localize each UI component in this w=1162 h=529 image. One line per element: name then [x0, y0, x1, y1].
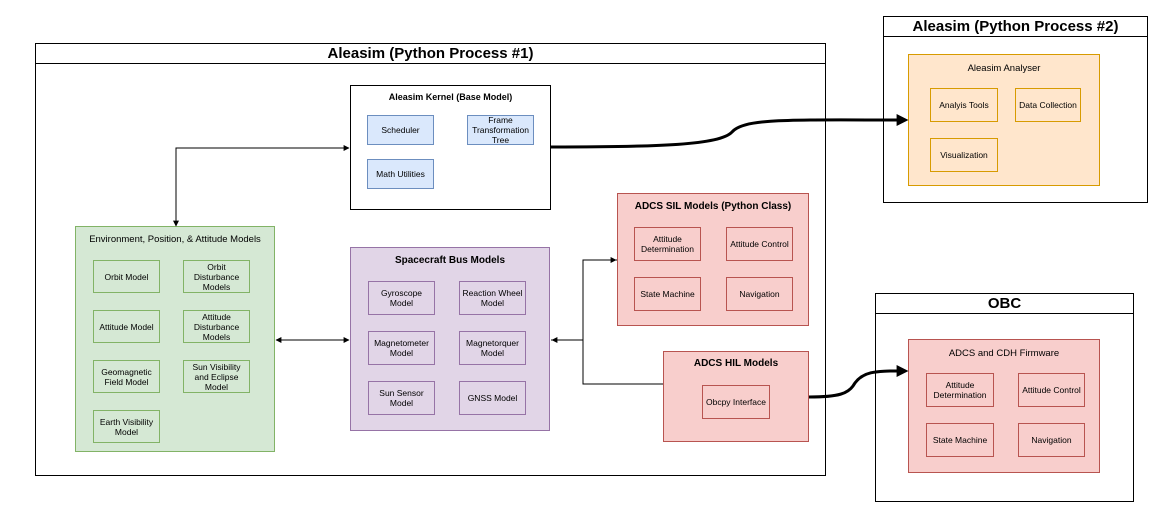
- kernel-item-math: Math Utilities: [367, 159, 434, 189]
- env-item-orbit: Orbit Model: [93, 260, 160, 293]
- env-item-sun-visibility: Sun Visibility and Eclipse Model: [183, 360, 250, 393]
- bus-container: Spacecraft Bus Models Gyroscope Model Re…: [350, 247, 550, 431]
- env-item-attitude-disturbance: Attitude Disturbance Models: [183, 310, 250, 343]
- env-item-orbit-disturbance: Orbit Disturbance Models: [183, 260, 250, 293]
- analyser-title: Aleasim Analyser: [967, 63, 1041, 74]
- kernel-title: Aleasim Kernel (Base Model): [388, 92, 513, 102]
- firmware-title: ADCS and CDH Firmware: [948, 348, 1060, 359]
- env-container: Environment, Position, & Attitude Models…: [75, 226, 275, 452]
- firmware-item-state-machine: State Machine: [926, 423, 994, 457]
- bus-item-magnetometer: Magnetometer Model: [368, 331, 435, 365]
- firmware-item-navigation: Navigation: [1018, 423, 1085, 457]
- sil-item-attitude-determination: Attitude Determination: [634, 227, 701, 261]
- kernel-item-frame-tree: Frame Transformation Tree: [467, 115, 534, 145]
- kernel-container: Aleasim Kernel (Base Model) Scheduler Fr…: [350, 85, 551, 210]
- process2-title: Aleasim (Python Process #2): [884, 17, 1147, 37]
- env-item-geomagnetic: Geomagnetic Field Model: [93, 360, 160, 393]
- bus-item-gnss: GNSS Model: [459, 381, 526, 415]
- firmware-container: ADCS and CDH Firmware Attitude Determina…: [908, 339, 1100, 473]
- sil-container: ADCS SIL Models (Python Class) Attitude …: [617, 193, 809, 326]
- sil-title: ADCS SIL Models (Python Class): [634, 201, 792, 212]
- process1-title: Aleasim (Python Process #1): [36, 44, 825, 64]
- obc-title: OBC: [876, 294, 1133, 314]
- analyser-item-visualization: Visualization: [930, 138, 998, 172]
- hil-title: ADCS HIL Models: [693, 358, 779, 369]
- env-item-attitude: Attitude Model: [93, 310, 160, 343]
- connector-kernel-analyser: [550, 113, 909, 149]
- bus-item-magnetorquer: Magnetorquer Model: [459, 331, 526, 365]
- bus-item-gyroscope: Gyroscope Model: [368, 281, 435, 315]
- firmware-item-attitude-determination: Attitude Determination: [926, 373, 994, 407]
- sil-item-navigation: Navigation: [726, 277, 793, 311]
- bus-title: Spacecraft Bus Models: [394, 255, 506, 266]
- connector-hil-firmware: [808, 364, 909, 399]
- analyser-item-tools: Analyis Tools: [930, 88, 998, 122]
- analyser-item-data-collection: Data Collection: [1015, 88, 1081, 122]
- bus-item-reaction-wheel: Reaction Wheel Model: [459, 281, 526, 315]
- hil-container: ADCS HIL Models Obcpy Interface: [663, 351, 809, 442]
- analyser-container: Aleasim Analyser Analyis Tools Data Coll…: [908, 54, 1100, 186]
- bus-item-sun-sensor: Sun Sensor Model: [368, 381, 435, 415]
- env-item-earth-visibility: Earth Visibility Model: [93, 410, 160, 443]
- env-title: Environment, Position, & Attitude Models: [89, 234, 261, 245]
- sil-item-state-machine: State Machine: [634, 277, 701, 311]
- connector-bus-sil-hil: [551, 259, 663, 385]
- hil-item-obcpy: Obcpy Interface: [702, 385, 770, 419]
- kernel-item-scheduler: Scheduler: [367, 115, 434, 145]
- sil-item-attitude-control: Attitude Control: [726, 227, 793, 261]
- firmware-item-attitude-control: Attitude Control: [1018, 373, 1085, 407]
- connector-kernel-env: [173, 145, 350, 227]
